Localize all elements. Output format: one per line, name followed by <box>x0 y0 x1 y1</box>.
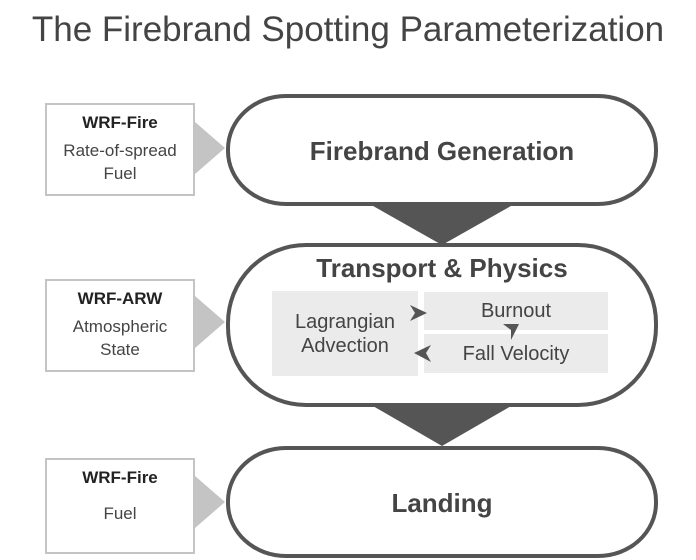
arrow-fall-velocity-to-advection-icon <box>414 345 431 362</box>
input-line: State <box>100 340 140 359</box>
input-line: Fuel <box>103 504 137 523</box>
diagram-title: The Firebrand Spotting Parameterization <box>31 10 665 49</box>
stage-label: Transport & Physics <box>316 253 568 283</box>
input-title: WRF-ARW <box>77 289 163 308</box>
component-burnout: Burnout <box>424 292 608 330</box>
stage-firebrand-generation: Firebrand Generation <box>226 94 658 206</box>
stage-label: Landing <box>391 488 493 518</box>
input-line: Rate-of-spread <box>63 141 177 160</box>
flow-arrow-transport-to-landing <box>366 402 518 446</box>
flow-arrow-generation-to-transport <box>366 202 518 245</box>
input-arrow-1 <box>195 122 225 174</box>
component-label-line: Advection <box>301 335 389 357</box>
arrow-advection-to-burnout-icon <box>410 305 427 321</box>
input-arrow-2 <box>195 296 225 348</box>
stage-landing: Landing <box>226 446 658 558</box>
input-box-wrf-fire-fuel: WRF-Fire Fuel <box>45 458 195 554</box>
input-line: Fuel <box>103 164 137 183</box>
arrow-burnout-to-fall-velocity-icon <box>503 324 519 340</box>
input-title: WRF-Fire <box>82 113 158 132</box>
component-label-line: Lagrangian <box>294 311 396 333</box>
input-title: WRF-Fire <box>82 468 158 487</box>
input-box-wrf-arw: WRF-ARW Atmospheric State <box>45 279 195 372</box>
component-fall-velocity: Fall Velocity <box>424 334 608 373</box>
input-box-wrf-fire-spread: WRF-Fire Rate-of-spread Fuel <box>45 103 195 196</box>
input-line: Atmospheric <box>72 317 168 336</box>
component-label: Burnout <box>480 300 552 322</box>
input-arrow-3 <box>195 476 225 528</box>
stage-label: Firebrand Generation <box>309 136 575 166</box>
component-lagrangian-advection: Lagrangian Advection <box>272 291 418 376</box>
component-label: Fall Velocity <box>462 343 570 365</box>
